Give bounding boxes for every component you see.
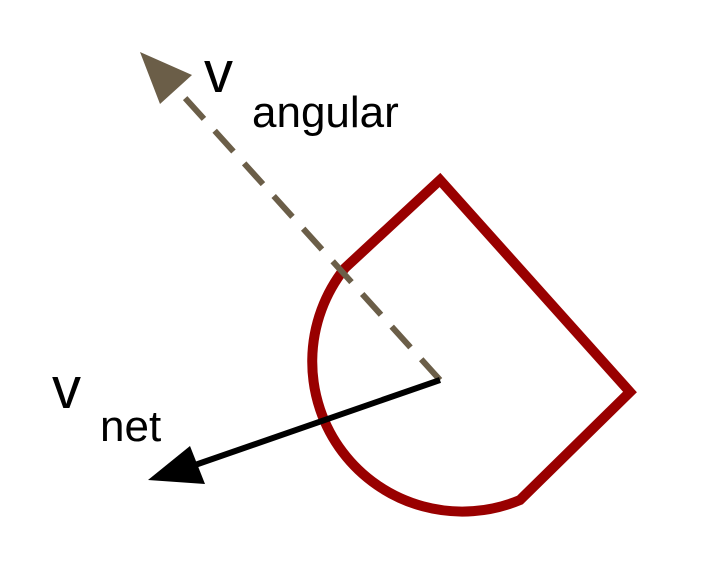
body-outline [307, 172, 637, 517]
net-velocity-arrow-shaft [194, 377, 441, 468]
net-velocity-symbol: v [52, 356, 81, 421]
angular-velocity-arrowhead [140, 52, 192, 104]
angular-velocity-label: v angular [204, 40, 399, 137]
angular-velocity-arrow-shaft [173, 85, 443, 383]
angular-velocity-symbol: v [204, 40, 233, 105]
angular-velocity-subscript: angular [252, 88, 399, 137]
net-velocity-label: v net [52, 356, 161, 451]
net-velocity-subscript: net [100, 402, 161, 451]
net-velocity-arrowhead [148, 446, 205, 484]
